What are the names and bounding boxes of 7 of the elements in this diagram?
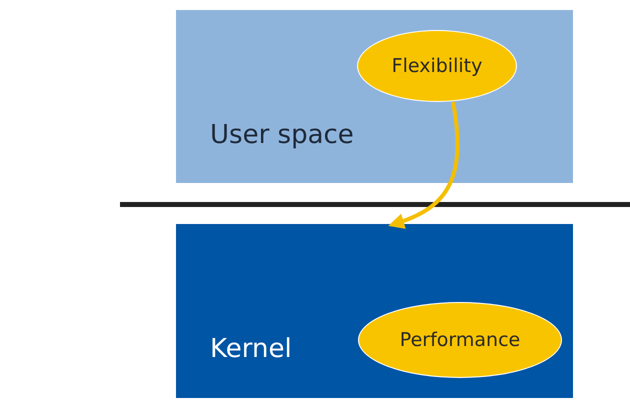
ellipse-node: Performance (358, 302, 562, 378)
region-label: Kernel (210, 334, 292, 364)
region-label: User space (210, 120, 354, 150)
region-panel (176, 224, 573, 398)
region-panel (176, 10, 573, 183)
curved-arrow (388, 102, 460, 229)
ellipse-node: Flexibility (357, 30, 517, 102)
